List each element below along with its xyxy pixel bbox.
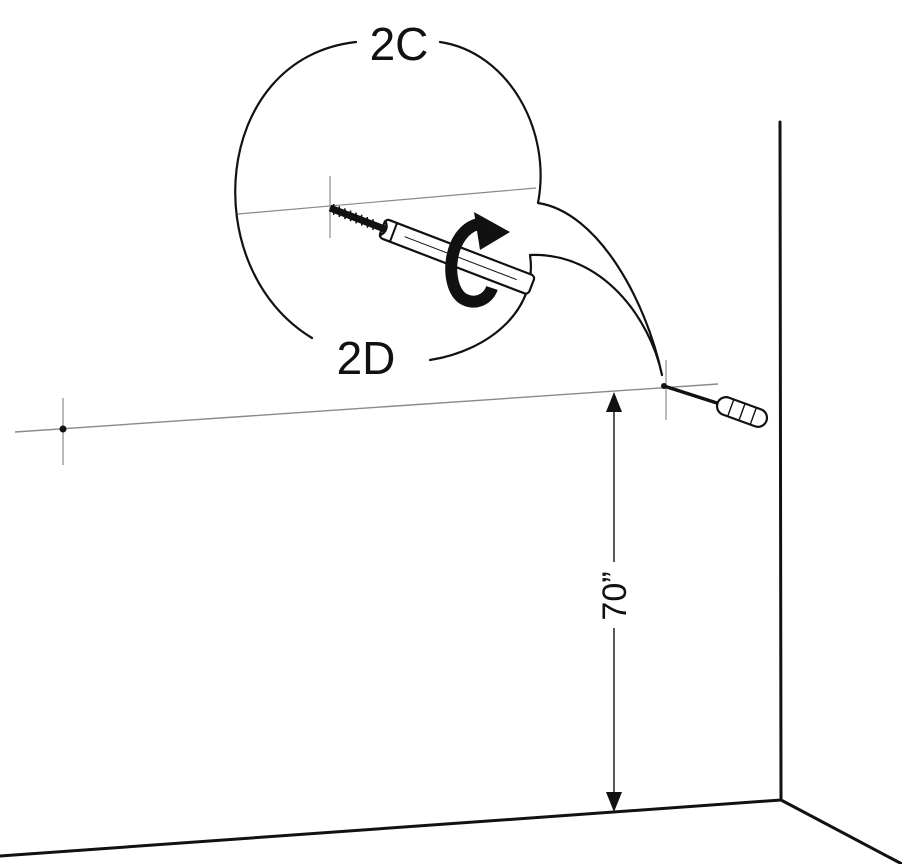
screwdriver-grip-line-2	[738, 403, 746, 421]
screw-thread	[332, 204, 374, 230]
screwdriver-grip-line-3	[749, 407, 758, 425]
floor-line-left	[0, 798, 783, 858]
wall-corner-line	[778, 120, 783, 802]
horizontal-guide-line	[14, 383, 719, 433]
anchor-slot	[404, 236, 517, 281]
screwdriver-icon	[662, 384, 769, 428]
callout-label-2d: 2D	[337, 332, 396, 384]
screw-head	[378, 220, 388, 237]
screw-icon	[328, 204, 388, 237]
height-dimension-label: 70”	[596, 571, 634, 620]
zoom-guide	[237, 176, 537, 238]
left-mark-dot	[59, 425, 67, 433]
anchor-screw-assembly	[328, 204, 536, 295]
rotation-arc	[445, 218, 498, 308]
dimension-label-gap	[598, 562, 630, 628]
anchor-collar	[388, 222, 399, 243]
screw-shank	[328, 204, 388, 233]
screwdriver-shaft	[662, 384, 722, 406]
callout-label-2c: 2C	[370, 18, 429, 70]
top-label-gap	[360, 16, 438, 64]
dimension-arrow-top	[606, 392, 622, 412]
rotate-clockwise-arrow-icon	[445, 212, 510, 308]
dimension-arrow-bottom	[606, 792, 622, 812]
room-outline	[0, 120, 902, 864]
floor-line-right	[779, 798, 902, 864]
zoom-callout-bubble	[234, 40, 664, 377]
rotation-arrowhead	[474, 212, 510, 250]
bottom-label-gap	[322, 330, 406, 380]
screwdriver-grip-line-1	[726, 399, 735, 417]
zoom-horizontal-guide	[237, 187, 537, 215]
